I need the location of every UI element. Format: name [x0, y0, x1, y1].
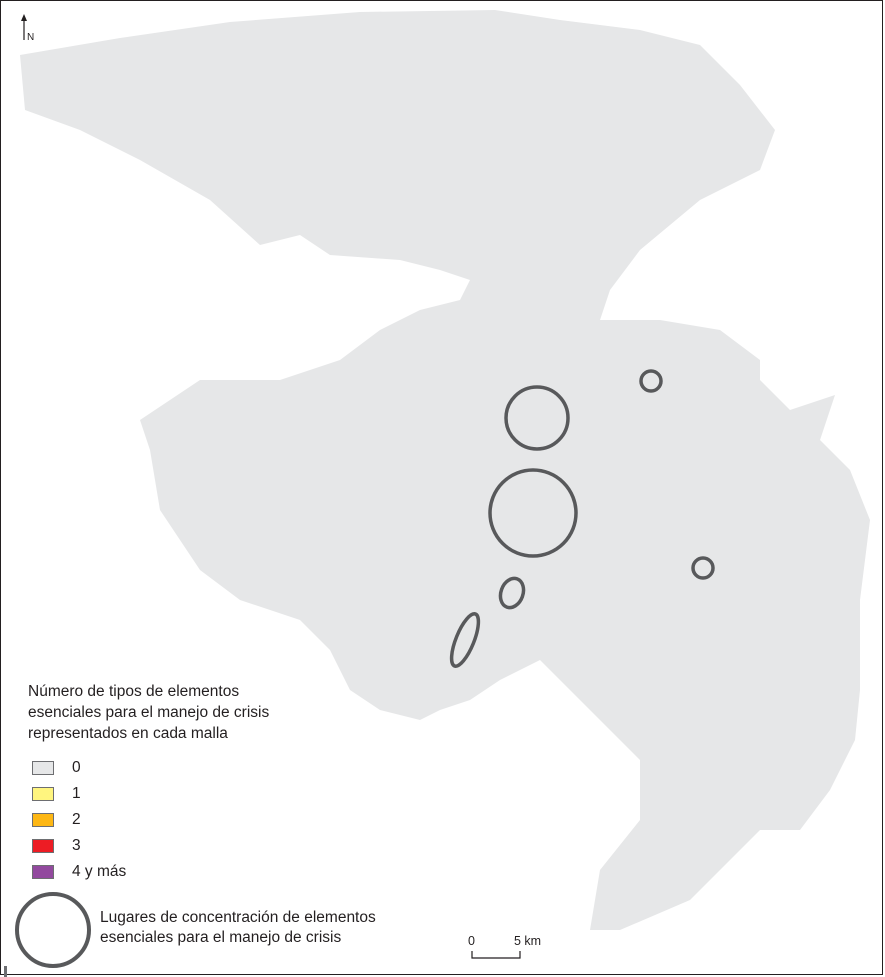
legend-item: 4 y más [32, 863, 126, 881]
concentration-circle [639, 369, 663, 393]
scale-bar-line [471, 951, 521, 959]
region-area [20, 10, 870, 930]
legend-swatch [32, 865, 54, 879]
legend-swatch [32, 839, 54, 853]
north-arrow-icon [21, 14, 27, 40]
legend-title-line: esenciales para el manejo de crisis [28, 704, 270, 721]
legend-swatch [32, 813, 54, 827]
legend-title-line: representados en cada malla [28, 725, 228, 742]
concentration-circle [691, 556, 715, 580]
legend-item: 3 [32, 837, 81, 855]
legend-item-label: 1 [72, 785, 81, 802]
north-label: N [27, 32, 35, 43]
legend-swatch [32, 787, 54, 801]
legend-item-label: 2 [72, 811, 81, 828]
legend-title-line: Número de tipos de elementos [28, 683, 240, 700]
legend-item: 1 [32, 785, 81, 803]
legend-circle-label: Lugares de concentración de elementos es… [100, 908, 460, 948]
corner-mark [4, 966, 7, 977]
legend-circle-symbol [15, 892, 91, 968]
legend-circle-line: Lugares de concentración de elementos [100, 909, 376, 926]
legend-item: 0 [32, 759, 81, 777]
legend-circle-line: esenciales para el manejo de crisis [100, 929, 342, 946]
legend-item-label: 4 y más [72, 863, 127, 880]
legend-title: Número de tipos de elementos esenciales … [28, 681, 358, 744]
scale-bar: 0 5 km [462, 934, 552, 964]
concentration-circles [449, 369, 715, 668]
legend-item: 2 [32, 811, 81, 829]
scale-start-label: 0 [468, 934, 475, 948]
scale-end-label: 5 km [514, 934, 542, 948]
concentration-circle [498, 576, 526, 610]
concentration-circle [504, 385, 570, 451]
concentration-circle [449, 612, 481, 668]
concentration-circle [488, 468, 578, 558]
legend-item-label: 3 [72, 837, 81, 854]
legend-swatch [32, 761, 54, 775]
legend-item-label: 0 [72, 759, 81, 776]
